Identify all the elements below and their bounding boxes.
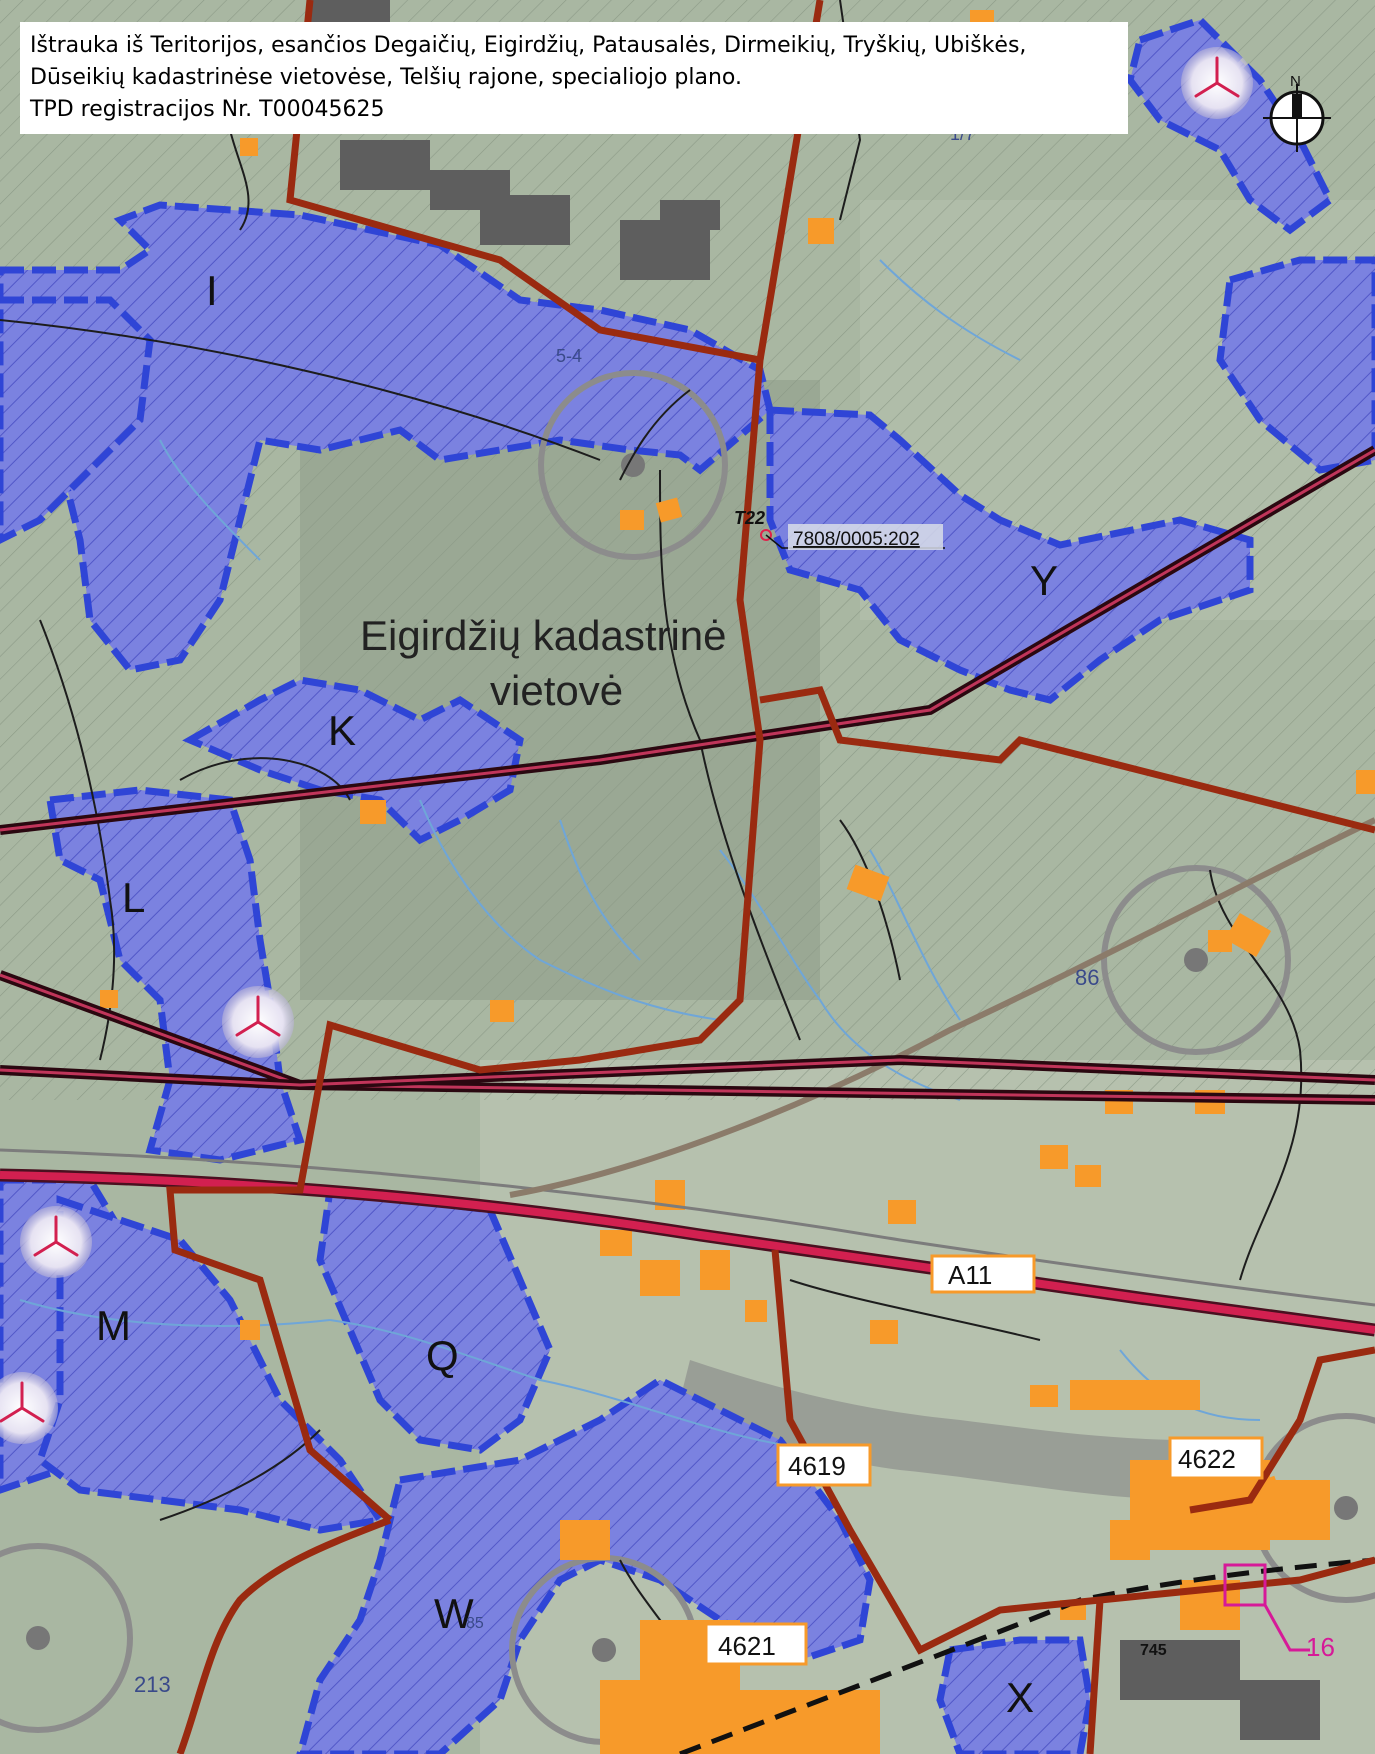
road-shield-a11[interactable]: A11: [930, 1254, 1036, 1294]
road-label: 4622: [1178, 1444, 1236, 1474]
zone-m-south[interactable]: [35, 1195, 386, 1534]
zone-label: W: [434, 1590, 474, 1637]
gravel-road: [509, 817, 1375, 1198]
parallel-road: [0, 1148, 1375, 1307]
road-label: A11: [948, 1260, 992, 1290]
road-shield-4621[interactable]: 4621: [704, 1622, 808, 1666]
wind-turbine-icon: [20, 1206, 92, 1278]
wind-turbine-icon: [1181, 47, 1253, 119]
zone-label: I: [206, 267, 218, 314]
parcel-marker-16: [1223, 1563, 1310, 1652]
map-number: 745: [1140, 1642, 1167, 1659]
north-arrow-label: N: [1290, 73, 1301, 90]
wind-turbine-icon: [222, 986, 294, 1058]
turbine-buffer-southwest: [0, 1543, 133, 1733]
turbine-label: T22: [734, 508, 765, 528]
turbine-buffer-east: [1101, 865, 1291, 1055]
power-lines: [0, 445, 1375, 1105]
parcel-label-box: [788, 524, 943, 550]
zone-west[interactable]: [0, 296, 154, 544]
zone-label: Y: [1030, 557, 1058, 604]
wind-turbine-icon: [0, 1372, 58, 1444]
road-shield-4619[interactable]: 4619: [776, 1443, 872, 1487]
zone-l[interactable]: [45, 786, 305, 1164]
river-valley: [680, 1360, 1190, 1500]
cadastral-area-label-line2: vietovė: [490, 667, 623, 714]
zone-label: Q: [426, 1332, 459, 1379]
zone-label: K: [328, 707, 356, 754]
turbine-points: [26, 453, 1358, 1662]
map-number: 85: [466, 1615, 484, 1632]
map-title-line3: TPD registracijos Nr. T00045625: [30, 97, 385, 122]
map-number: 213: [134, 1672, 171, 1697]
zone-x[interactable]: [936, 1636, 1094, 1754]
zone-label: X: [1006, 1674, 1034, 1721]
parcel-label[interactable]: 7808/0005:202: [793, 529, 920, 550]
zone-label: L: [122, 874, 145, 921]
map-number: 16: [1306, 1632, 1335, 1662]
turbine-buffer-north: [538, 370, 728, 560]
highway-a11-fill: [0, 1171, 1375, 1334]
dark-buildings: [310, 0, 1320, 1740]
road-label: 4621: [718, 1631, 776, 1661]
map-title-line2: Dūseikių kadastrinėse vietovėse, Telšių …: [30, 65, 742, 90]
zone-w[interactable]: [296, 1375, 874, 1754]
map-number: 5-4: [556, 346, 582, 366]
map-title-line1: Ištrauka iš Teritorijos, esančios Degaič…: [30, 33, 1027, 58]
map-number: 86: [1075, 965, 1099, 990]
zone-label: M: [96, 1302, 131, 1349]
zone-y[interactable]: [766, 406, 1254, 704]
cadastral-area-label-line1: Eigirdžių kadastrinė: [360, 612, 727, 659]
map-title-box: Ištrauka iš Teritorijos, esančios Degaič…: [20, 22, 1128, 134]
road-label: 4619: [788, 1451, 846, 1481]
zone-q[interactable]: [316, 1186, 554, 1454]
zone-i[interactable]: [0, 201, 774, 674]
road-shield-4622[interactable]: 4622: [1168, 1436, 1264, 1480]
north-arrow-icon: [1263, 84, 1331, 152]
